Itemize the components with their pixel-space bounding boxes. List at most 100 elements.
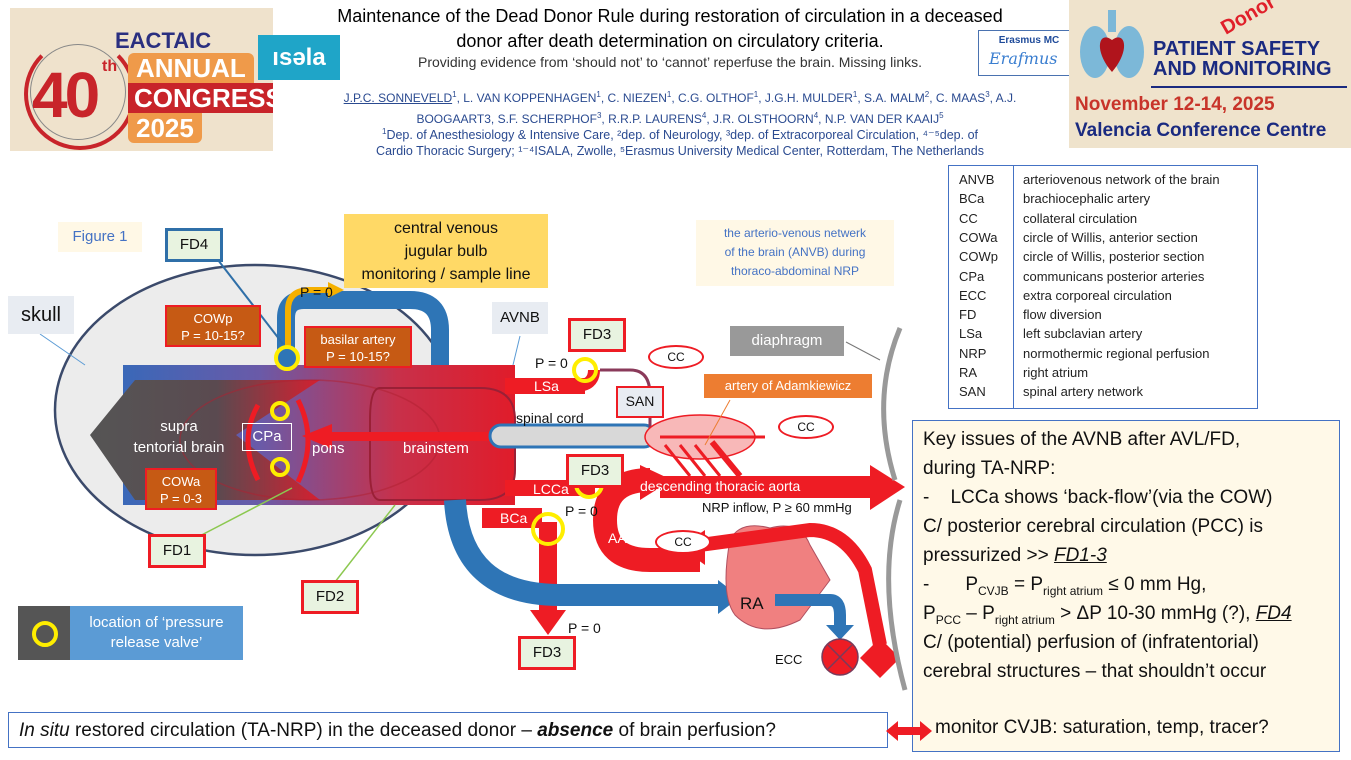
lsa-vessel bbox=[505, 378, 585, 394]
affiliations-line-2: Cardio Thoracic Surgery; ¹⁻⁴ISALA, Zwoll… bbox=[376, 144, 984, 159]
patient-safety-logo: Donor PATIENT SAFETY AND MONITORING Nove… bbox=[1069, 0, 1351, 148]
pressure-label-cvjb: P = 0 bbox=[300, 284, 333, 300]
pressure-label-lsa: P = 0 bbox=[535, 355, 568, 371]
logo-org: EACTAIC bbox=[115, 28, 212, 53]
minus-p: – P bbox=[961, 603, 995, 624]
valve-icon bbox=[32, 621, 58, 647]
basilar-label: basilar artery bbox=[320, 332, 396, 347]
ecc-cross-2 bbox=[827, 644, 853, 670]
ecc-label: ECC bbox=[775, 652, 803, 667]
cvjb-subscript: CVJB bbox=[978, 583, 1009, 598]
delta-p-value: > ΔP 10-30 mmHg (?), bbox=[1054, 603, 1256, 624]
anvb-note-line: thoraco-abdominal NRP bbox=[730, 264, 860, 278]
author-affiliation-index: 1 bbox=[596, 90, 601, 99]
adamkiewicz-label: artery of Adamkiewicz bbox=[704, 374, 872, 398]
cc-bubble-bottom: CC bbox=[655, 530, 711, 554]
pressure-release-valve-legend: location of ‘pressure release valve’ bbox=[18, 606, 243, 660]
pressure-label-bca: P = 0 bbox=[568, 620, 601, 636]
monitor-cvjb-line: monitor CVJB: saturation, temp, tracer? bbox=[935, 717, 1269, 738]
definition: brachiocephalic artery bbox=[1023, 191, 1151, 207]
congress-dates: November 12-14, 2025 bbox=[1075, 94, 1275, 115]
abbreviation: COWp bbox=[959, 249, 998, 265]
definition: communicans posterior arteries bbox=[1023, 268, 1205, 284]
erasmus-name: Erasmus MC bbox=[998, 35, 1060, 46]
p-symbol: P bbox=[965, 574, 979, 595]
cpa-label: CPa bbox=[242, 423, 292, 451]
author-name: R.R.P. LAURENS bbox=[608, 112, 702, 126]
key-issues-box: Key issues of the AVNB after AVL/FD, dur… bbox=[912, 420, 1340, 752]
isala-logo: ısəla bbox=[258, 35, 340, 80]
ra-label: RA bbox=[740, 594, 764, 613]
anvb-note: the arterio-venous netwerk of the brain … bbox=[696, 220, 894, 286]
author-affiliation-index: 2 bbox=[924, 90, 930, 99]
figure-label: Figure 1 bbox=[58, 222, 142, 252]
abbreviation: ANVB bbox=[959, 172, 995, 187]
descending-aorta bbox=[660, 476, 880, 498]
definition: circle of Willis, posterior section bbox=[1023, 249, 1205, 265]
psm-rule bbox=[1151, 86, 1347, 88]
logo-annual: ANNUAL bbox=[128, 53, 254, 83]
lcca-label: LCCa bbox=[533, 481, 569, 497]
cowa-pressure: P = 0-3 bbox=[159, 491, 203, 506]
segmental-arteries bbox=[663, 440, 743, 478]
lsa-label: LSa bbox=[534, 378, 559, 394]
brainstem-label: brainstem bbox=[403, 440, 469, 457]
research-question: In situ restored circulation (TA-NRP) in… bbox=[8, 712, 888, 748]
fd1-box: FD1 bbox=[148, 534, 206, 568]
psm-line-1: PATIENT SAFETY bbox=[1153, 38, 1321, 60]
key-issue-line: -PCVJB = Pright atrium ≤ 0 mm Hg, bbox=[923, 574, 1206, 598]
diaphragm-lower bbox=[886, 499, 908, 691]
ra-subscript: right atrium bbox=[1043, 583, 1104, 598]
key-issue-line: PPCC – Pright atrium > ΔP 10-30 mmHg (?)… bbox=[923, 603, 1292, 627]
cvjb-pressure-value: ≤ 0 mm Hg, bbox=[1103, 574, 1207, 595]
author-name: A.J. BOOGAART3 bbox=[416, 91, 1017, 126]
author-name: J.R. OLSTHOORN bbox=[713, 112, 814, 126]
author-name: N.P. VAN DER KAAIJ bbox=[824, 112, 940, 126]
pressurized-text: pressurized >> bbox=[923, 545, 1054, 566]
equals-p: = P bbox=[1008, 574, 1044, 595]
logo-congress: CONGRESS bbox=[128, 83, 273, 113]
pressure-label-lcca: P = 0 bbox=[565, 503, 598, 519]
author-affiliation-index: 1 bbox=[753, 90, 759, 99]
abbreviation: RA bbox=[959, 365, 978, 380]
definition: extra corporeal circulation bbox=[1023, 287, 1172, 303]
cvjb-arrowhead bbox=[328, 282, 344, 298]
psm-line-2: AND MONITORING bbox=[1153, 58, 1332, 80]
supra-tentorial-label: supra tentorial brain bbox=[124, 416, 234, 458]
fd3-box-lcca: FD3 bbox=[566, 454, 624, 488]
basilar-pressure: P = 10-15? bbox=[326, 349, 390, 364]
double-arrow-icon bbox=[886, 721, 932, 741]
cowa-label: COWa bbox=[161, 474, 201, 489]
author-name: J.G.H. MULDER bbox=[764, 91, 853, 105]
definition: flow diversion bbox=[1023, 307, 1102, 323]
logo-number: 40 bbox=[32, 59, 100, 131]
cvjb-line-3: monitoring / sample line bbox=[361, 266, 531, 283]
in-situ-text: In situ bbox=[19, 720, 70, 741]
aortic-arch bbox=[592, 468, 700, 572]
fd3-box-lsa: FD3 bbox=[568, 318, 626, 352]
abbreviation: NRP bbox=[959, 345, 987, 361]
author-name: C. MAAS bbox=[935, 91, 986, 105]
san-label: SAN bbox=[616, 386, 664, 418]
cowa-callout: COWa P = 0-3 bbox=[145, 468, 217, 510]
descending-aorta-arrowhead bbox=[870, 465, 905, 510]
avnb-label: AVNB bbox=[492, 302, 548, 334]
question-text: restored circulation (TA-NRP) in the dec… bbox=[69, 720, 538, 741]
author-name: C.G. OLTHOF bbox=[678, 91, 754, 105]
skull-label: skull bbox=[8, 296, 74, 334]
ra-subscript: right atrium bbox=[994, 612, 1055, 627]
cowa-vessel bbox=[245, 403, 261, 482]
definition: left subclavian artery bbox=[1023, 326, 1143, 342]
author-list: J.P.C. SONNEVELD1, L. VAN KOPPENHAGEN1, … bbox=[343, 90, 1017, 126]
cc-bubble-top: CC bbox=[648, 345, 704, 369]
key-issue-line: Key issues of the AVNB after AVL/FD, bbox=[923, 429, 1241, 450]
definition: circle of Willis, anterior section bbox=[1023, 229, 1198, 245]
abbreviation: COWa bbox=[959, 229, 998, 245]
cvjb-line bbox=[285, 287, 330, 360]
